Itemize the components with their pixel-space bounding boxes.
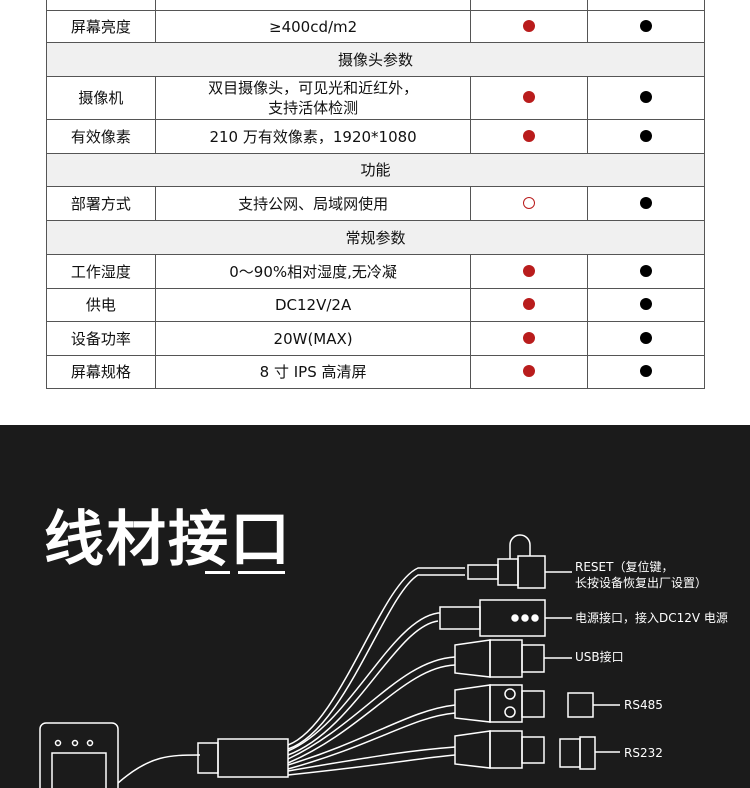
model-b-cell (587, 76, 705, 120)
title-underline (238, 571, 285, 574)
usb-label: USB接口 (575, 650, 624, 664)
model-a-cell (470, 288, 589, 322)
model-b-cell (587, 355, 705, 389)
section-header-row: 功能 (46, 153, 705, 187)
row-value: 210 万有效像素，1920*1080 (154, 119, 472, 154)
hollow-dot-icon (523, 196, 536, 209)
red-dot-icon (523, 19, 536, 32)
row-label: 屏幕亮度 (46, 10, 156, 43)
table-row: 摄像机双目摄像头，可见光和近红外， 支持活体检测 (46, 76, 705, 120)
usb-connector (454, 639, 572, 678)
model-b-cell (587, 10, 705, 43)
black-dot-icon (640, 196, 653, 209)
red-dot-icon (523, 298, 536, 310)
power-connector (439, 599, 572, 637)
row-value: 支持公网、局域网使用 (154, 186, 472, 221)
model-a-cell (470, 355, 589, 389)
section-header-row: 摄像头参数 (46, 42, 705, 77)
red-dot-icon (523, 91, 536, 103)
row-value: 8 寸 IPS 高清屏 (154, 355, 472, 389)
row-label (46, 0, 156, 11)
model-a-cell (470, 119, 589, 154)
section-header-row: 常规参数 (46, 220, 705, 255)
row-label: 摄像机 (46, 76, 156, 120)
black-dot-icon (640, 298, 653, 310)
black-dot-icon (640, 129, 653, 142)
cable-interface-section: 线材接口 RESET（复位键， 长按设备恢复出厂设置） 电源接口，接入DC12V… (0, 425, 750, 788)
model-b-cell (587, 288, 705, 322)
rs232-connector (454, 730, 620, 770)
rs485-connector (454, 684, 620, 723)
reset-label: RESET（复位键， 长按设备恢复出厂设置） (575, 560, 708, 590)
red-dot-icon (523, 365, 536, 377)
black-dot-icon (640, 365, 653, 377)
power-label: 电源接口，接入DC12V 电源 (575, 611, 728, 625)
model-b-cell (587, 0, 705, 11)
model-a-cell (470, 254, 589, 289)
section-title: 常规参数 (46, 220, 705, 255)
red-dot-icon (523, 331, 536, 344)
black-dot-icon (640, 264, 653, 277)
red-dot-icon (523, 264, 536, 277)
model-a-cell (470, 0, 589, 11)
model-a-cell (470, 10, 589, 43)
row-label: 工作湿度 (46, 254, 156, 289)
model-a-cell (470, 76, 589, 120)
reset-connector (467, 534, 572, 589)
row-value: 0～90%相对湿度,无冷凝 (154, 254, 472, 289)
cables (287, 567, 465, 776)
row-value: DC12V/2A (154, 288, 472, 322)
model-b-cell (587, 321, 705, 356)
row-value: ≥400cd/m2 (154, 10, 472, 43)
section-title: 功能 (46, 153, 705, 187)
rs485-label: RS485 (624, 698, 663, 712)
black-dot-icon (640, 331, 653, 344)
row-value: 20W(MAX) (154, 321, 472, 356)
table-row: 部署方式支持公网、局域网使用 (46, 186, 705, 221)
row-label: 供电 (46, 288, 156, 322)
model-a-cell (470, 321, 589, 356)
model-b-cell (587, 186, 705, 221)
device-icon (39, 722, 119, 788)
row-label: 设备功率 (46, 321, 156, 356)
model-a-cell (470, 186, 589, 221)
model-b-cell (587, 254, 705, 289)
black-dot-icon (640, 19, 653, 32)
row-label: 部署方式 (46, 186, 156, 221)
row-value (154, 0, 472, 11)
table-row (46, 0, 705, 11)
red-dot-icon (523, 129, 536, 142)
row-label: 屏幕规格 (46, 355, 156, 389)
title-underline (205, 571, 230, 574)
rs232-label: RS232 (624, 746, 663, 760)
table-row: 屏幕亮度≥400cd/m2 (46, 10, 705, 43)
row-value: 双目摄像头，可见光和近红外， 支持活体检测 (154, 76, 472, 120)
model-b-cell (587, 119, 705, 154)
row-label: 有效像素 (46, 119, 156, 154)
black-dot-icon (640, 91, 653, 103)
section-title: 摄像头参数 (46, 42, 705, 77)
section-title: 线材接口 (44, 505, 292, 575)
cable-diagram (39, 534, 620, 788)
